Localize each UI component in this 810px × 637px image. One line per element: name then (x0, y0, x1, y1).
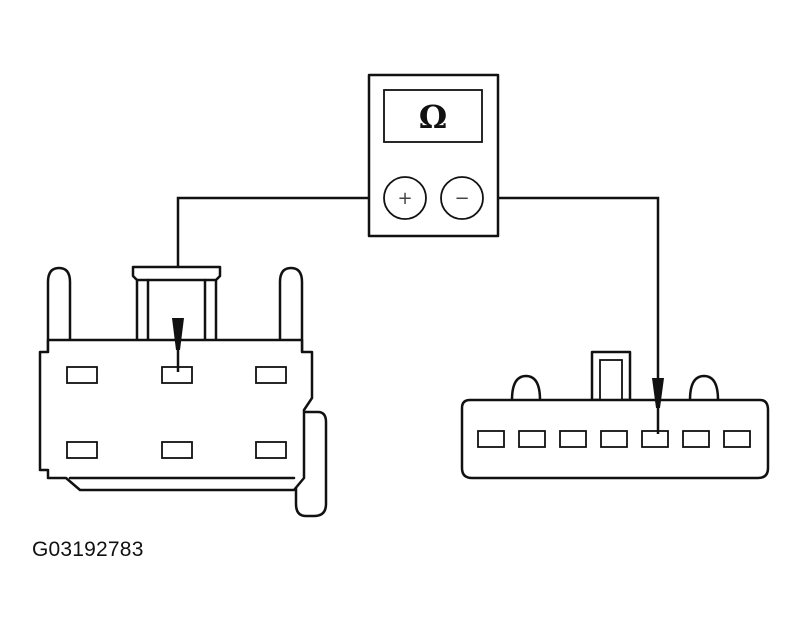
right-connector-pin (682, 430, 710, 448)
left-connector-pin (66, 366, 98, 384)
positive-probe-tip (172, 318, 184, 372)
left-connector-body (38, 338, 314, 492)
right-connector-pin (559, 430, 587, 448)
ohm-symbol: Ω (419, 98, 447, 136)
negative-test-lead (483, 196, 660, 382)
right-latch-arm (278, 266, 304, 352)
left-connector-pin (161, 441, 193, 459)
ohmmeter-display (383, 89, 483, 143)
figure-id-label: G03192783 (32, 538, 144, 561)
right-connector-pin (518, 430, 546, 448)
positive-terminal (383, 176, 427, 220)
right-connector-pin (477, 430, 505, 448)
negative-probe-tip (652, 378, 664, 434)
right-lock-tab-inner (599, 359, 623, 401)
right-connector-pin-probed (641, 430, 669, 448)
ohmmeter: Ω + − (367, 73, 500, 238)
right-connector (460, 350, 770, 480)
right-bump-right (688, 374, 720, 401)
right-connector-pin (600, 430, 628, 448)
left-connector-pin (255, 366, 287, 384)
negative-terminal (440, 176, 484, 220)
positive-terminal-label: + (397, 188, 412, 209)
right-connector-pin (723, 430, 751, 448)
left-connector-pin (255, 441, 287, 459)
left-latch-arm (46, 266, 72, 352)
left-connector-pin (66, 441, 98, 459)
negative-terminal-label: − (454, 188, 469, 209)
left-connector (38, 265, 328, 518)
right-bump-left (510, 374, 542, 401)
